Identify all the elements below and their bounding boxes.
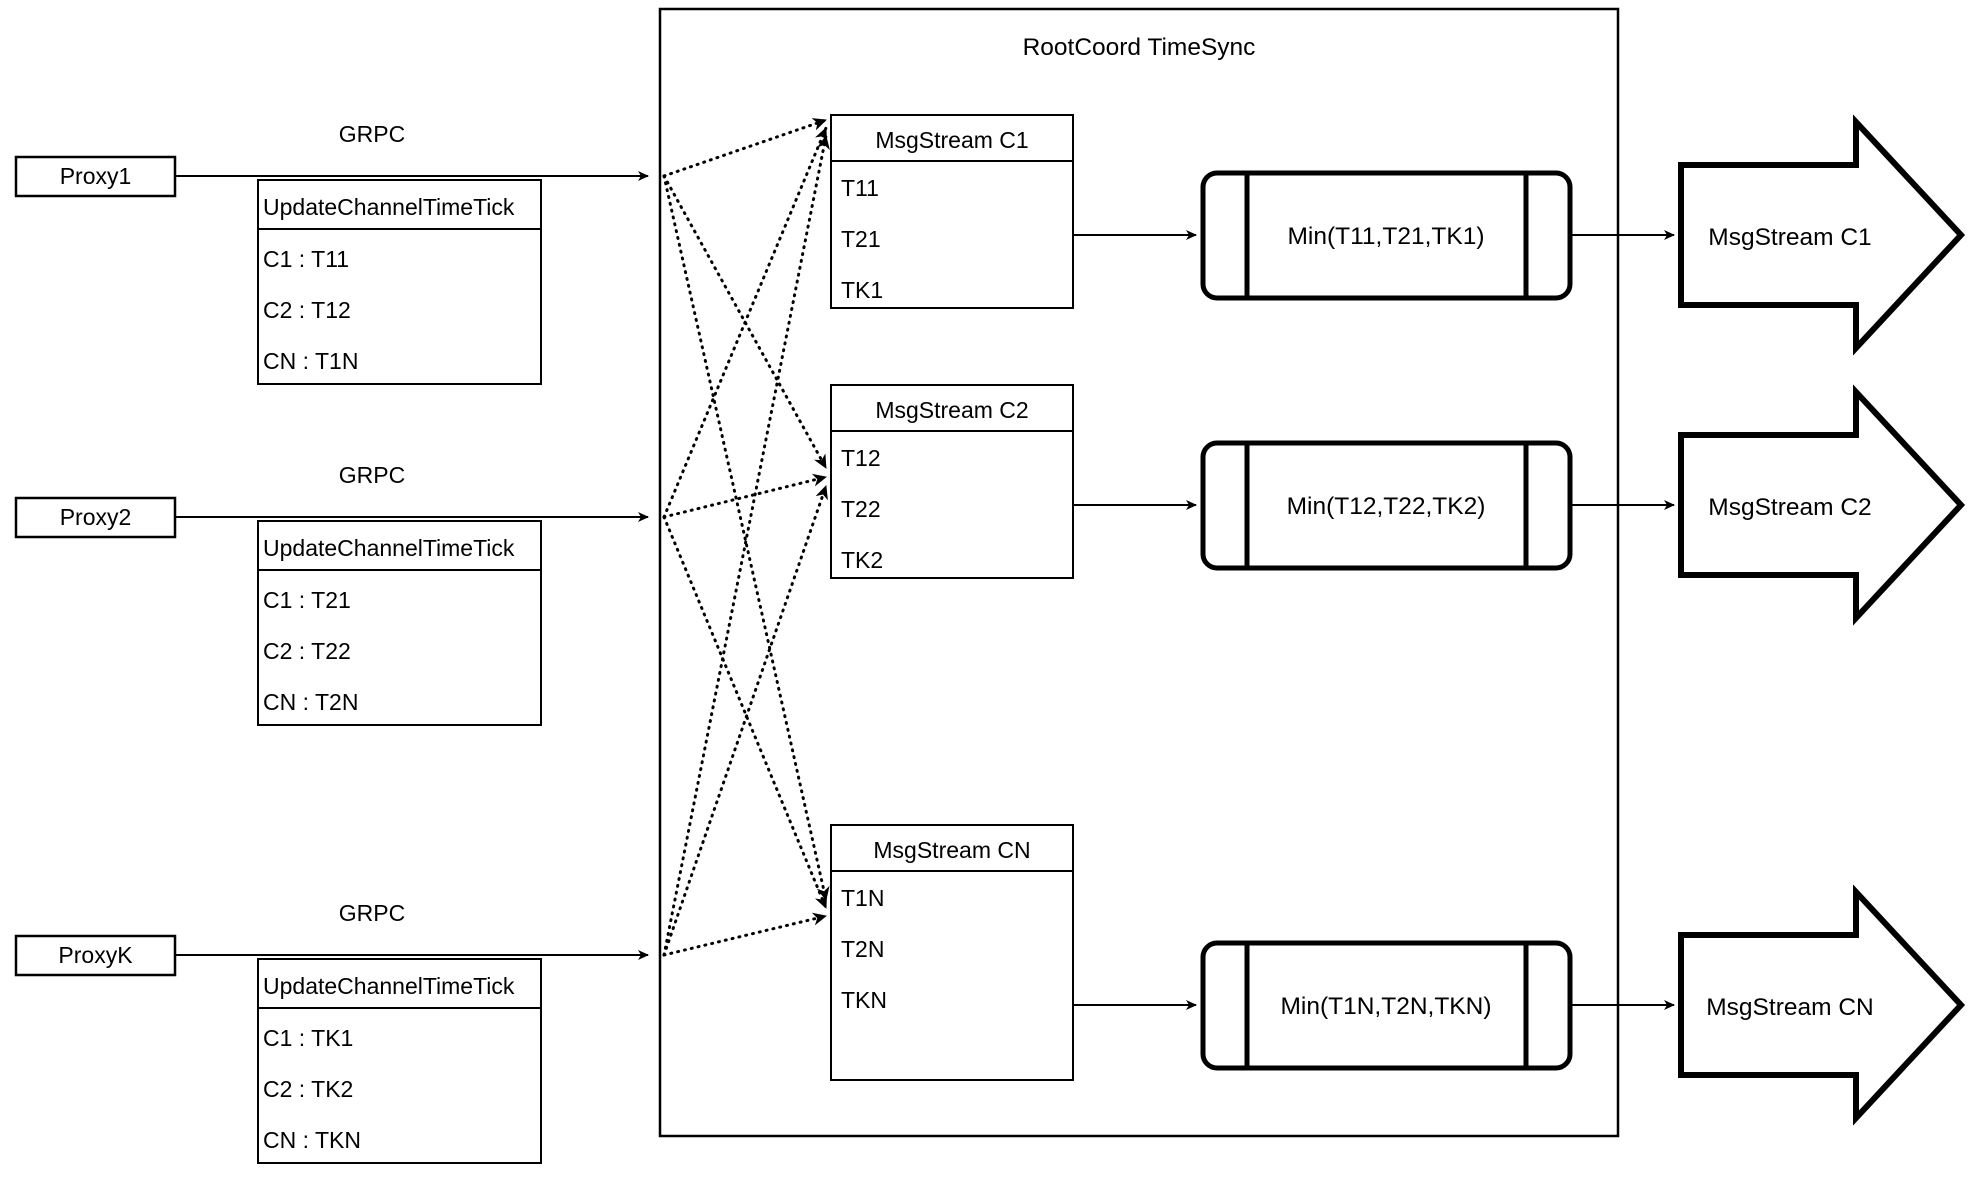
route-p2-c1 (662, 126, 828, 519)
timetick-row-2-2: CN : T2N (263, 689, 358, 715)
proxy-group-3: ProxyK GRPC UpdateChannelTimeTick C1 : T… (14, 900, 649, 1164)
update-channel-timetick-table-3: UpdateChannelTimeTick C1 : TK1 C2 : TK2 … (257, 958, 542, 1164)
output-arrow-shape-3: MsgStream CN (1678, 884, 1966, 1126)
timetick-row-1-2: CN : T1N (263, 348, 358, 374)
timetick-row-3-2: CN : TKN (263, 1127, 361, 1153)
output-arrow-shape-1: MsgStream C1 (1678, 114, 1966, 356)
route-p1-c1 (662, 118, 828, 178)
timetick-row-2-0: C1 : T21 (263, 587, 351, 613)
min-process-label-3: Min(T1N,T2N,TKN) (1281, 993, 1492, 1020)
min-process-box-3: Min(T1N,T2N,TKN) (1200, 940, 1573, 1071)
timetick-header-3: UpdateChannelTimeTick (263, 973, 515, 999)
min-process-label-2: Min(T12,T22,TK2) (1287, 493, 1486, 520)
timetick-header-1: UpdateChannelTimeTick (263, 194, 515, 220)
msgstream-row-3-1: T2N (841, 936, 884, 962)
msgstream-row-2-2: TK2 (841, 547, 883, 573)
timetick-header-2: UpdateChannelTimeTick (263, 535, 515, 561)
output-label-3: MsgStream CN (1706, 994, 1873, 1021)
grpc-label-3: GRPC (339, 900, 405, 926)
msgstream-row-3-2: TKN (841, 987, 887, 1013)
channel-group-3: MsgStream CN T1N T2N TKN Min(T1N,T2N,TKN… (830, 824, 1966, 1126)
msgstream-header-3: MsgStream CN (873, 837, 1030, 863)
proxy-group-2: Proxy2 GRPC UpdateChannelTimeTick C1 : T… (14, 462, 649, 726)
proxy-box-1[interactable] (14, 155, 177, 198)
msgstream-row-1-2: TK1 (841, 277, 883, 303)
msgstream-row-3-0: T1N (841, 885, 884, 911)
update-channel-timetick-table-1: UpdateChannelTimeTick C1 : T11 C2 : T12 … (257, 179, 542, 385)
msgstream-row-1-1: T21 (841, 226, 881, 252)
timetick-row-1-1: C2 : T12 (263, 297, 351, 323)
min-process-box-1: Min(T11,T21,TK1) (1200, 170, 1573, 301)
route-pk-c1 (662, 134, 830, 957)
route-pk-cn (662, 912, 828, 957)
channel-group-2: MsgStream C2 T12 T22 TK2 Min(T12,T22,TK2… (830, 384, 1966, 626)
msgstream-table-2: MsgStream C2 T12 T22 TK2 (830, 384, 1074, 579)
route-pk-c2 (662, 484, 828, 957)
timetick-row-3-1: C2 : TK2 (263, 1076, 353, 1102)
container-title: RootCoord TimeSync (1023, 34, 1256, 61)
proxy-label-1: Proxy1 (60, 163, 132, 189)
route-p2-c2 (662, 473, 828, 519)
msgstream-table-3: MsgStream CN T1N T2N TKN (830, 824, 1074, 1081)
msgstream-row-1-0: T11 (841, 175, 879, 201)
msgstream-header-1: MsgStream C1 (875, 127, 1028, 153)
timetick-row-2-1: C2 : T22 (263, 638, 351, 664)
min-process-label-1: Min(T11,T21,TK1) (1288, 223, 1485, 250)
timetick-row-3-0: C1 : TK1 (263, 1025, 353, 1051)
route-p1-cn (662, 174, 830, 902)
msgstream-row-2-1: T22 (841, 496, 881, 522)
msgstream-table-1: MsgStream C1 T11 T21 TK1 (830, 114, 1074, 309)
timetick-routing-edges (662, 118, 830, 957)
output-label-1: MsgStream C1 (1708, 224, 1871, 251)
output-label-2: MsgStream C2 (1708, 494, 1871, 521)
proxy-label-2: Proxy2 (60, 504, 132, 530)
output-arrow-shape-2: MsgStream C2 (1678, 384, 1966, 626)
grpc-label-2: GRPC (339, 462, 405, 488)
min-process-box-2: Min(T12,T22,TK2) (1200, 440, 1573, 571)
update-channel-timetick-table-2: UpdateChannelTimeTick C1 : T21 C2 : T22 … (257, 520, 542, 726)
msgstream-row-2-0: T12 (841, 445, 881, 471)
route-p2-cn (662, 515, 828, 910)
channel-group-1: MsgStream C1 T11 T21 TK1 Min(T11,T21,TK1… (830, 114, 1966, 356)
grpc-label-1: GRPC (339, 121, 405, 147)
proxy-label-3: ProxyK (58, 942, 133, 968)
timetick-row-1-0: C1 : T11 (263, 246, 349, 272)
proxy-box-3[interactable] (14, 934, 177, 977)
msgstream-header-2: MsgStream C2 (875, 397, 1028, 423)
proxy-group-1: Proxy1 GRPC UpdateChannelTimeTick C1 : T… (14, 121, 649, 385)
